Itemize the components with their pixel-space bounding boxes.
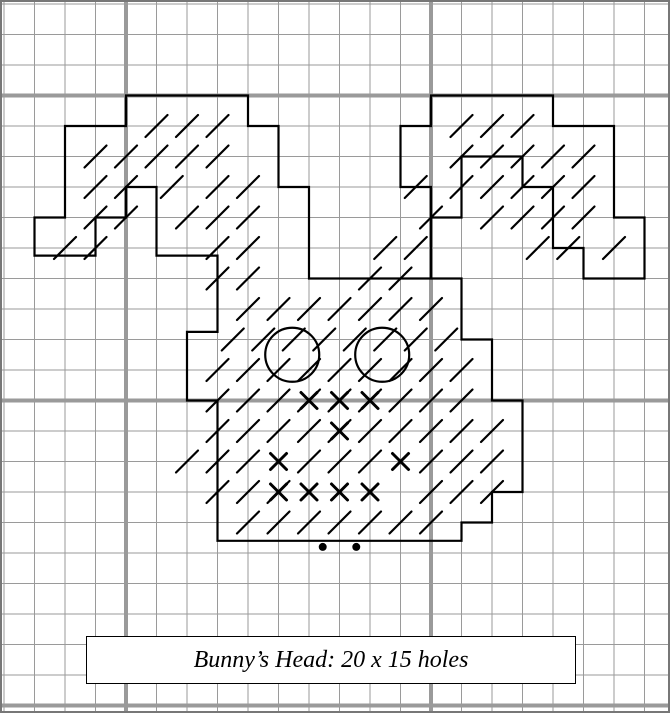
nostril-dot-left <box>319 543 327 551</box>
nostril-dot-right <box>352 543 360 551</box>
caption-box: Bunny’s Head: 20 x 15 holes <box>86 636 576 684</box>
chart-caption: Bunny’s Head: 20 x 15 holes <box>194 647 469 674</box>
